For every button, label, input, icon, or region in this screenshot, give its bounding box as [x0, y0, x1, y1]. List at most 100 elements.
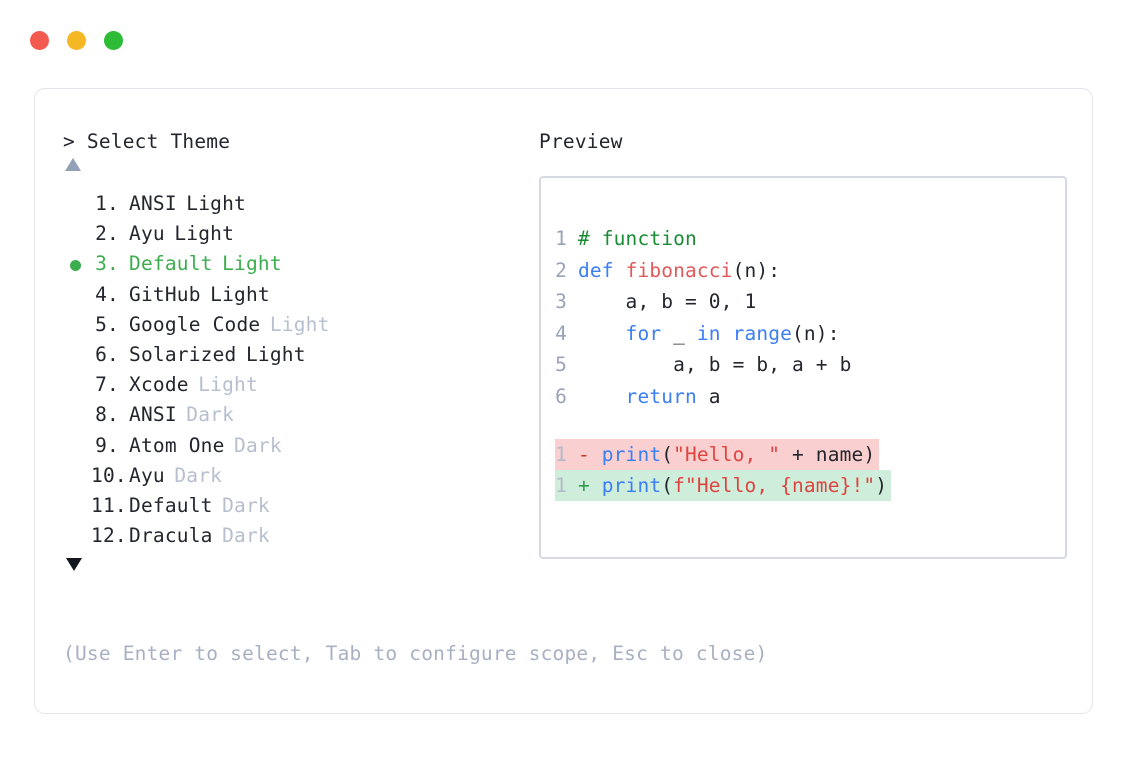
theme-item-index: 10. — [91, 463, 127, 487]
code-token: in range — [696, 321, 793, 345]
maximize-dot[interactable] — [104, 31, 123, 50]
diff-row-highlight — [555, 469, 892, 501]
theme-item-variant: Light — [245, 342, 306, 366]
code-token: for — [578, 321, 674, 345]
theme-item-name: Google Code — [129, 312, 261, 336]
code-line: 4 for _ in range(n): — [555, 318, 1061, 350]
theme-item-name: Dracula — [129, 524, 213, 548]
code-token: (n): — [792, 321, 840, 345]
line-number: 1 — [555, 227, 567, 250]
line-number: 2 — [555, 258, 567, 282]
theme-item-index: 12. — [91, 524, 127, 548]
theme-list-item[interactable]: 2. Ayu Light — [63, 219, 533, 249]
window-controls — [30, 31, 123, 50]
theme-item-index: 4. — [95, 282, 119, 306]
theme-item-variant: Light — [174, 222, 235, 246]
theme-item-name: Solarized — [129, 342, 237, 366]
triangle-up-icon — [65, 158, 81, 171]
theme-item-name: Default — [129, 252, 213, 276]
theme-list-item[interactable]: 8. ANSI Dark — [63, 400, 533, 430]
theme-item-index: 1. — [95, 192, 119, 215]
diff-token: ( — [661, 473, 674, 497]
theme-item-index: 8. — [95, 403, 119, 427]
theme-item-name: ANSI — [129, 403, 177, 427]
theme-item-name: Ayu — [129, 463, 165, 487]
theme-item-index: 2. — [95, 222, 119, 246]
theme-item-name: Atom One — [129, 433, 225, 457]
diff-token: "Hello, " — [673, 442, 781, 466]
theme-item-index: 3. — [95, 252, 119, 276]
theme-item-variant: Dark — [222, 493, 270, 517]
selected-bullet-icon — [70, 260, 81, 272]
theme-list-item[interactable]: 9. Atom One Dark — [63, 431, 533, 461]
scroll-up-icon[interactable] — [63, 155, 533, 181]
code-line: 6 return a — [555, 381, 1061, 413]
code-token: return — [578, 384, 709, 408]
theme-item-index: 5. — [95, 312, 119, 336]
code-token: # function — [578, 227, 697, 250]
diff-line-removed: 1- print("Hello, " + name) — [555, 438, 1061, 470]
diff-block: 1- print("Hello, " + name)1+ print(f"Hel… — [555, 438, 1061, 501]
theme-item-name: ANSI — [129, 192, 177, 215]
code-line: 3 a, b = 0, 1 — [555, 286, 1061, 318]
theme-list-item[interactable]: 5. Google Code Light — [63, 310, 533, 340]
close-dot[interactable] — [30, 31, 49, 50]
theme-list-item[interactable]: 1. ANSI Light — [63, 189, 533, 219]
code-token: a — [708, 384, 721, 408]
theme-item-variant: Light — [186, 192, 246, 215]
theme-list-item[interactable]: 6. Solarized Light — [63, 340, 533, 370]
theme-item-variant: Light — [198, 373, 258, 397]
theme-item-variant: Dark — [174, 463, 223, 487]
theme-item-name: Default — [129, 493, 213, 517]
diff-token: ) — [875, 473, 888, 497]
theme-item-variant: Light — [222, 252, 282, 276]
scroll-down-icon[interactable] — [63, 555, 533, 581]
theme-list-item[interactable]: 7. Xcode Light — [63, 370, 533, 400]
theme-item-name: Xcode — [129, 373, 189, 397]
diff-sign: + — [578, 473, 602, 497]
diff-token: print — [601, 442, 662, 466]
code-line: 2 def fibonacci(n): — [555, 255, 1061, 287]
minimize-dot[interactable] — [67, 31, 86, 50]
theme-item-name: Ayu — [129, 222, 165, 246]
code-line: 1 # function — [555, 223, 1061, 255]
diff-line-added: 1 + print(f"Hello, {name}!") — [555, 469, 1061, 501]
code-token: fibonacci — [625, 258, 733, 282]
line-number: 4 — [555, 321, 567, 345]
code-token: def — [578, 258, 626, 282]
code-token: a, b = b, a + b — [578, 353, 852, 377]
line-number: 3 — [555, 290, 567, 314]
diff-line-number: 1 — [555, 473, 567, 497]
theme-item-variant: Dark — [222, 524, 270, 548]
theme-item-variant: Dark — [186, 403, 235, 427]
theme-list-item[interactable]: 3. Default Light — [63, 249, 533, 279]
keyboard-hint: (Use Enter to select, Tab to configure s… — [63, 642, 768, 665]
triangle-down-icon — [66, 558, 82, 572]
diff-line-content: 1 + print(f"Hello, {name}!") — [555, 474, 887, 497]
theme-item-index: 7. — [95, 373, 119, 397]
code-token: _ — [673, 321, 697, 345]
code-token: (n): — [732, 258, 781, 282]
theme-list-item[interactable]: 12.Dracula Dark — [63, 521, 533, 551]
theme-item-index: 11. — [91, 493, 127, 517]
theme-item-variant: Light — [269, 312, 330, 336]
diff-token: f"Hello, {name}!" — [673, 473, 876, 497]
diff-token: ( — [661, 442, 674, 466]
theme-item-index: 9. — [95, 433, 119, 457]
theme-list-item[interactable]: 10.Ayu Dark — [63, 461, 533, 491]
theme-item-variant: Light — [210, 282, 270, 306]
theme-item-index: 6. — [95, 342, 119, 366]
diff-sign: - — [578, 442, 602, 466]
diff-token: + name) — [780, 442, 876, 466]
preview-label: Preview — [539, 130, 623, 153]
diff-token: print — [601, 473, 662, 497]
select-theme-prompt: > Select Theme — [63, 130, 231, 153]
theme-list-item[interactable]: 11.Default Dark — [63, 491, 533, 521]
theme-item-variant: Dark — [234, 433, 282, 457]
